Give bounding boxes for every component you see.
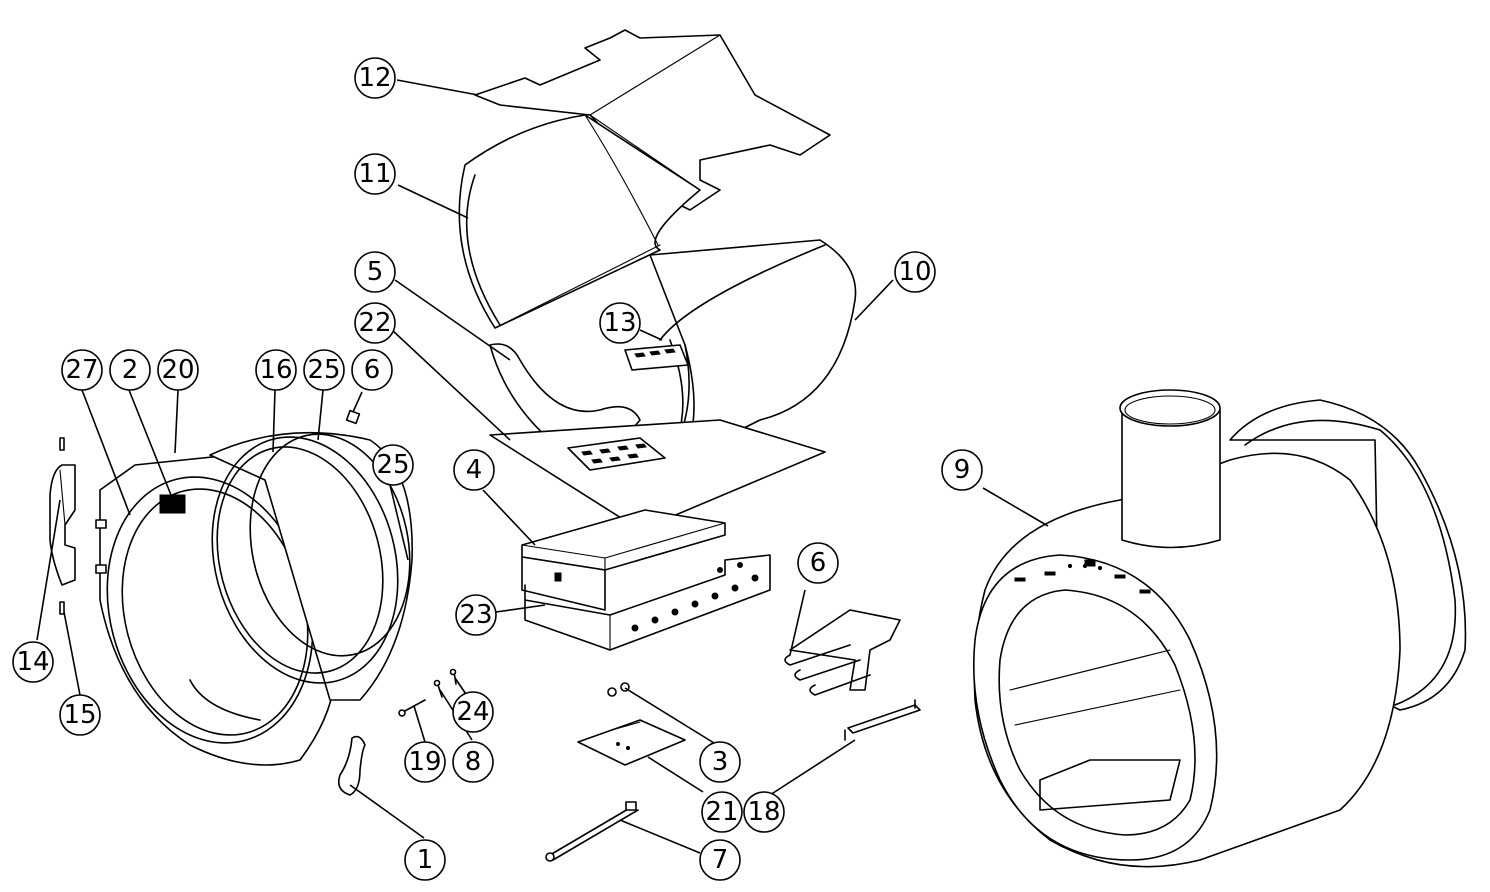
callout-4-label: 4: [466, 455, 483, 485]
part-21-small-plate: [577, 719, 686, 766]
callout-15: 15: [59, 694, 101, 736]
callout-5: 5: [354, 251, 396, 293]
callout-20: 20: [157, 349, 199, 391]
callout-3: 3: [699, 741, 741, 783]
part-3-screws: [607, 682, 630, 697]
part-6-heating-element: [345, 409, 901, 696]
callout-15-label: 15: [63, 700, 96, 730]
callout-23-label: 23: [459, 600, 492, 630]
callout-16-label: 16: [259, 355, 292, 385]
callout-5-label: 5: [367, 257, 384, 287]
part-23-channel: [524, 554, 771, 651]
callout-14: 14: [12, 641, 54, 683]
callout-8-label: 8: [465, 747, 482, 777]
callout-6-a-label: 6: [364, 355, 381, 385]
callout-1-label: 1: [417, 845, 434, 875]
callout-12: 12: [354, 57, 396, 99]
callout-18-label: 18: [747, 797, 780, 827]
callout-6-a: 6: [351, 349, 393, 391]
callout-6-b-label: 6: [810, 548, 827, 578]
callout-13-label: 13: [603, 308, 636, 338]
part-1-handle: [337, 735, 366, 796]
callout-24: 24: [452, 691, 494, 733]
callout-22-label: 22: [358, 308, 391, 338]
callout-19-label: 19: [408, 747, 441, 777]
callout-13: 13: [599, 302, 641, 344]
part-22-flat-plate: [489, 344, 826, 531]
part-5-curved-liner: [489, 343, 641, 453]
callout-25-a-label: 25: [307, 355, 340, 385]
callout-18: 18: [743, 791, 785, 833]
part-9-drum-housing: [972, 389, 1467, 868]
part-11-upper-shell: [458, 114, 701, 329]
callout-6-b: 6: [797, 542, 839, 584]
callout-8: 8: [452, 741, 494, 783]
callout-4: 4: [453, 449, 495, 491]
part-4-tray: [521, 509, 726, 611]
callout-27: 27: [61, 349, 103, 391]
part-14-hinge: [49, 437, 76, 615]
callout-12-label: 12: [358, 63, 391, 93]
callout-25-a: 25: [303, 349, 345, 391]
callout-25-b-label: 25: [376, 450, 409, 480]
callout-23: 23: [455, 594, 497, 636]
callout-24-label: 24: [456, 697, 489, 727]
callout-7-label: 7: [712, 845, 729, 875]
part-18-bracket: [844, 699, 921, 741]
callout-1: 1: [404, 839, 446, 881]
callout-3-label: 3: [712, 747, 729, 777]
callout-10-label: 10: [898, 257, 931, 287]
callout-25-b: 25: [372, 444, 414, 486]
callout-11: 11: [354, 153, 396, 195]
callout-22: 22: [354, 302, 396, 344]
callout-20-label: 20: [161, 355, 194, 385]
door-ring-assembly: [95, 431, 413, 766]
callout-7: 7: [699, 839, 741, 881]
part-7-rod: [545, 801, 639, 862]
callout-27-label: 27: [65, 355, 98, 385]
callout-19: 19: [404, 741, 446, 783]
callout-9-label: 9: [954, 455, 971, 485]
callout-21-label: 21: [705, 797, 738, 827]
callout-11-label: 11: [358, 159, 391, 189]
callout-16: 16: [255, 349, 297, 391]
callout-9: 9: [941, 449, 983, 491]
callout-10: 10: [894, 251, 936, 293]
callout-2: 2: [109, 349, 151, 391]
callout-21: 21: [701, 791, 743, 833]
callout-14-label: 14: [16, 647, 49, 677]
callout-2-label: 2: [122, 355, 139, 385]
parts-19-8-24-pins: [398, 668, 457, 717]
